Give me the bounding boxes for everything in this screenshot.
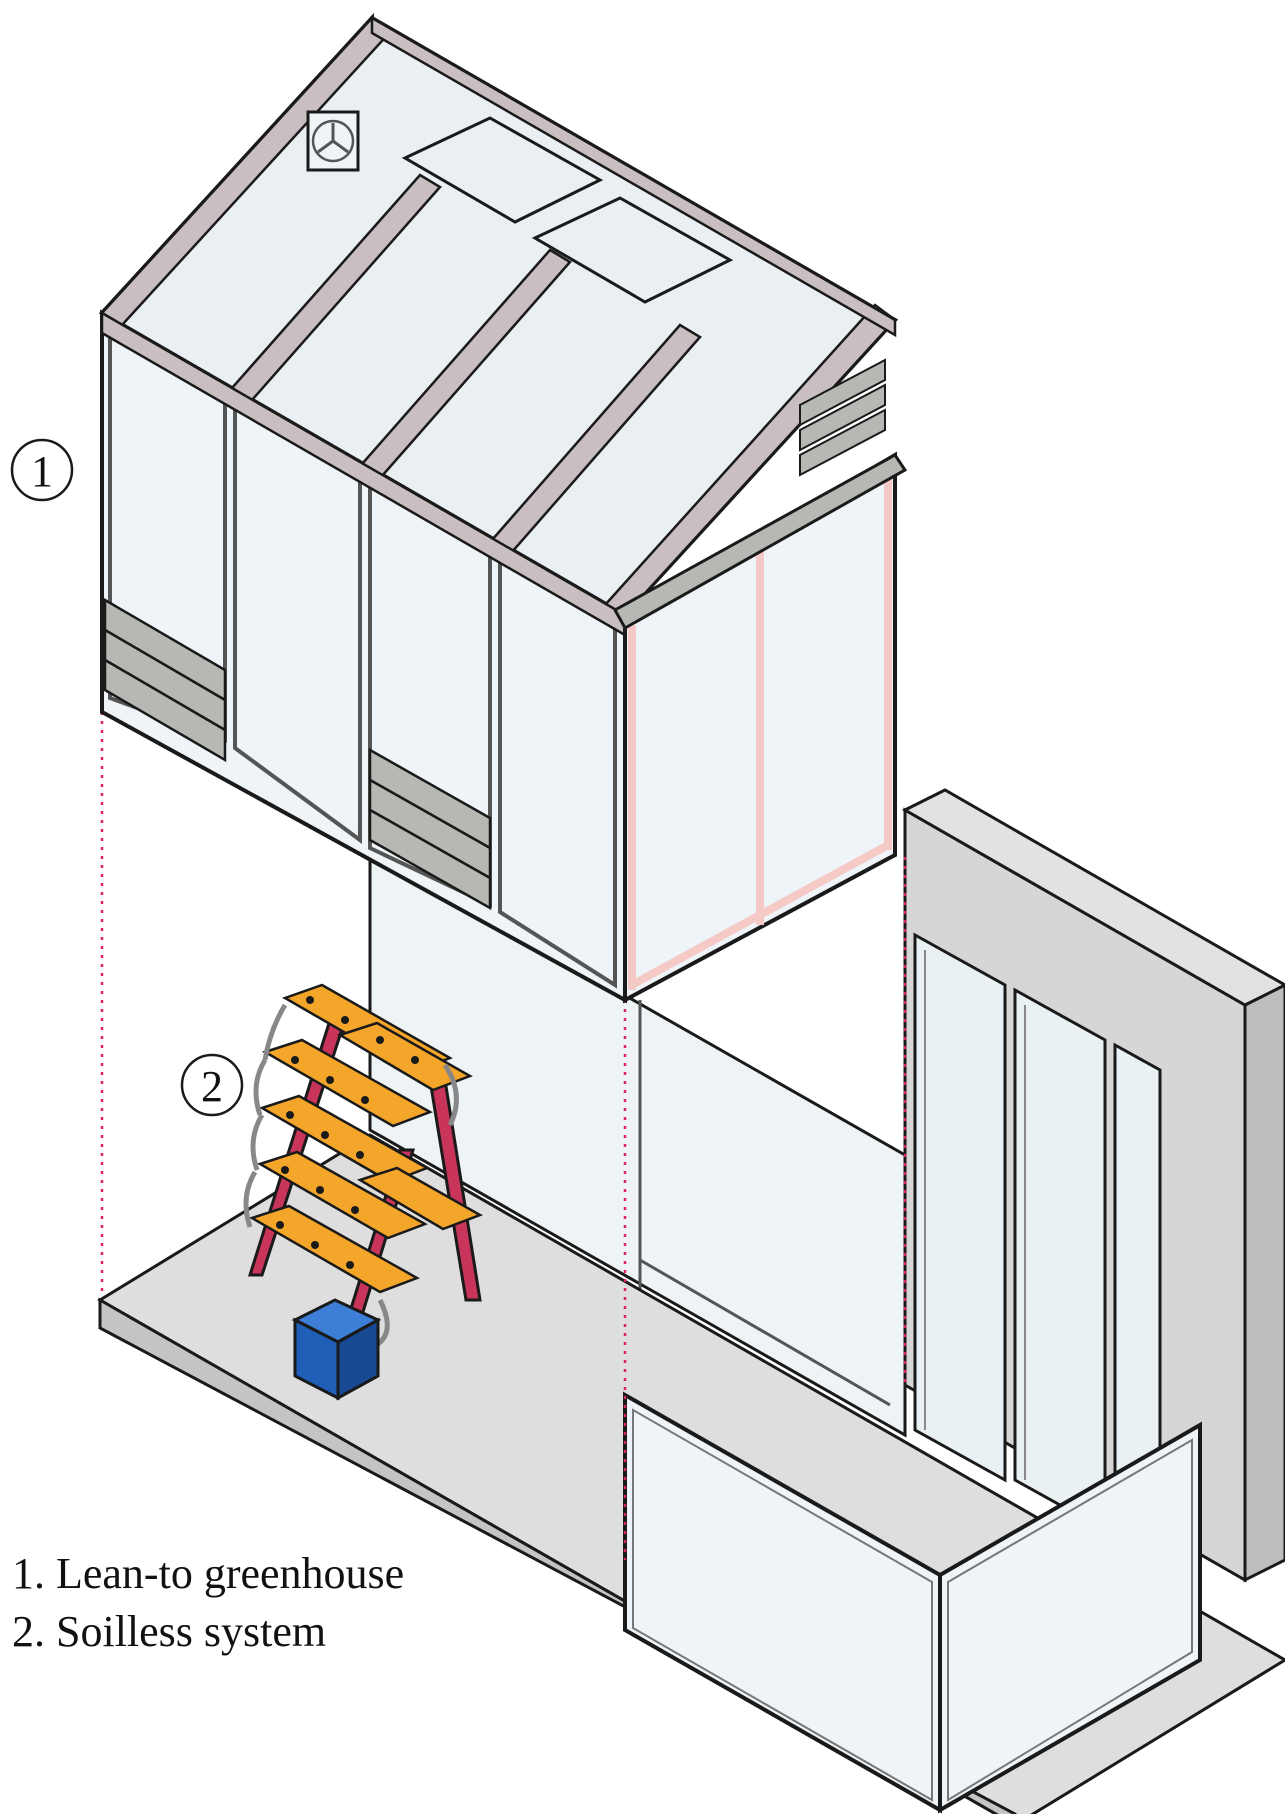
- roof-vent: [401, 116, 734, 304]
- projection-lines: [100, 712, 907, 1560]
- legend-number: 1.: [12, 1549, 45, 1598]
- nutrient-reservoir: [291, 1298, 382, 1401]
- legend: 1. Lean-to greenhouse 2. Soilless system: [12, 1545, 404, 1661]
- glass-balustrade: [623, 1391, 1202, 1814]
- legend-number: 2.: [12, 1607, 45, 1656]
- balcony-sliding-doors: [913, 932, 1162, 1563]
- legend-text: Lean-to greenhouse: [56, 1549, 405, 1598]
- legend-text: Soilless system: [56, 1607, 327, 1656]
- lean-to-greenhouse: [98, 12, 908, 1004]
- legend-item-greenhouse: 1. Lean-to greenhouse: [12, 1545, 404, 1603]
- marker-1: 1: [10, 438, 74, 502]
- marker-1-label: 1: [31, 447, 53, 496]
- marker-2-label: 2: [201, 1062, 223, 1111]
- marker-2: 2: [180, 1053, 244, 1117]
- legend-item-soilless: 2. Soilless system: [12, 1603, 404, 1661]
- louver-vent: [103, 597, 492, 911]
- fan-icon: [306, 110, 360, 172]
